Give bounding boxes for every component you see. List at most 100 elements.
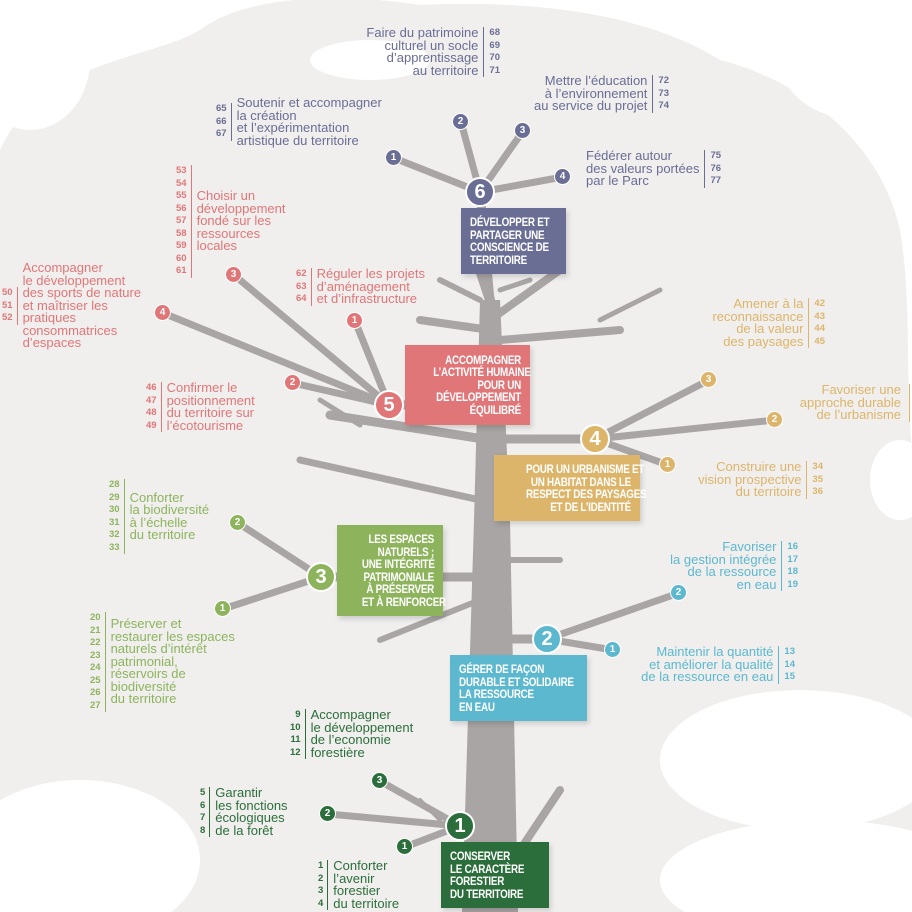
branch-4-3-badge[interactable]: 3 (700, 371, 717, 388)
theme-title-line: l’activité humaine (433, 365, 531, 380)
branch-4 (591, 376, 713, 443)
objective-line: des paysages (723, 333, 804, 349)
theme-1-title-box[interactable]: Conserverle caractèreforestierdu territo… (441, 842, 549, 908)
ref-number: 9 (295, 709, 301, 720)
theme-title-line: la ressource (459, 687, 534, 701)
theme-2-number-badge: 2 (532, 624, 562, 654)
ref-number: 52 (2, 312, 13, 323)
ref-number: 69 (489, 39, 500, 51)
objective-line: Mettre l’éducation (544, 73, 648, 88)
ref-number: 35 (812, 473, 823, 485)
theme-6-title-box[interactable]: Développer etpartager uneconscience dete… (461, 208, 566, 274)
theme-title-line: territoire (470, 252, 527, 267)
objective-line: vision prospective (698, 471, 802, 487)
objective-line: Accompagner (22, 260, 103, 275)
branch-6-3-badge[interactable]: 3 (514, 122, 531, 139)
branch-5-4-badge[interactable]: 4 (154, 304, 171, 321)
branch-5-3-badge[interactable]: 3 (225, 266, 242, 283)
branch-2-2-badge[interactable]: 2 (670, 584, 687, 601)
objective-line: Conforter (333, 858, 388, 873)
objective-line: l’avenir (333, 870, 375, 886)
branch-6-1-badge[interactable]: 1 (385, 149, 402, 166)
objective-line: culturel un socle (384, 37, 479, 53)
ref-number: 33 (109, 541, 120, 553)
objective-line: artistique du territoire (236, 132, 359, 148)
ref-number: 58 (176, 227, 187, 239)
theme-title-line: une intégrité (361, 557, 435, 571)
decorative-branch (597, 287, 663, 323)
decorative-branch (317, 397, 363, 428)
objective-line: du territoire (110, 691, 177, 707)
branch-5-2-badge[interactable]: 2 (284, 374, 301, 391)
ref-number: 25 (90, 674, 101, 686)
branch-5-1-badge[interactable]: 1 (346, 312, 363, 329)
objective-line: développement (196, 200, 286, 216)
branch-4-2-badge[interactable]: 2 (766, 411, 783, 428)
objective-line: d’apprentissage (386, 50, 479, 65)
objective-line: Soutenir et accompagner (236, 95, 382, 110)
ref-number: 18 (787, 566, 798, 577)
ref-number: 77 (710, 175, 722, 186)
ref-number: 24 (90, 662, 101, 673)
ref-number: 54 (176, 177, 187, 189)
ref-number: 45 (814, 335, 825, 347)
ref-number: 27 (90, 699, 101, 711)
ref-number: 62 (296, 268, 307, 279)
objective-line: Garantir (215, 785, 263, 800)
branch-1-3-badge[interactable]: 3 (371, 772, 388, 789)
ref-number: 32 (109, 529, 120, 540)
ref-number: 23 (90, 649, 101, 661)
ref-number: 53 (176, 165, 187, 176)
ref-number: 76 (710, 162, 722, 174)
objective-line: les fonctions (215, 797, 288, 813)
ref-number: 64 (296, 293, 307, 304)
objective-line: à l’environnement (544, 85, 648, 101)
branch-2-1-badge[interactable]: 1 (604, 641, 621, 658)
theme-title-line: Gérer de façon (459, 662, 545, 676)
objective-line: de la forêt (215, 822, 274, 838)
theme-2-title-box[interactable]: Gérer de façondurable et solidairela res… (450, 655, 587, 721)
branch-3-2-badge[interactable]: 2 (229, 514, 246, 531)
theme-title-line: Les espaces (368, 532, 435, 546)
branch-1-1-badge[interactable]: 1 (396, 838, 413, 855)
objective-line: en eau (736, 576, 777, 592)
objective-line: consommatrices (22, 322, 118, 338)
objective-line: de l’urbanisme (816, 407, 901, 422)
branch-6-4-badge[interactable]: 4 (554, 168, 571, 185)
ref-number: 61 (176, 265, 187, 276)
objective-line: reconnaissance (712, 308, 804, 324)
objective-line: le développement (22, 272, 126, 288)
theme-4-number-badge: 4 (580, 424, 610, 454)
decorative-branch (377, 597, 483, 643)
branch-6-2-badge[interactable]: 2 (452, 113, 469, 130)
branch-3 (234, 519, 325, 581)
ref-number: 7 (200, 812, 206, 823)
branch-1-2-badge[interactable]: 2 (319, 805, 336, 822)
ref-number: 36 (812, 486, 823, 497)
branch-3-1-badge[interactable]: 1 (214, 600, 231, 617)
decorative-branch (486, 266, 564, 324)
theme-title-line: conscience de (470, 240, 549, 254)
objective-line: Construire une (716, 459, 802, 474)
objective-line: des sports de nature (22, 285, 142, 300)
branch-5 (159, 309, 393, 409)
theme-4-title-box[interactable]: Pour un urbanisme etun habitat dans lere… (494, 455, 647, 521)
theme-title-line: du territoire (450, 886, 524, 901)
branch-4-1-badge[interactable]: 1 (659, 456, 676, 473)
